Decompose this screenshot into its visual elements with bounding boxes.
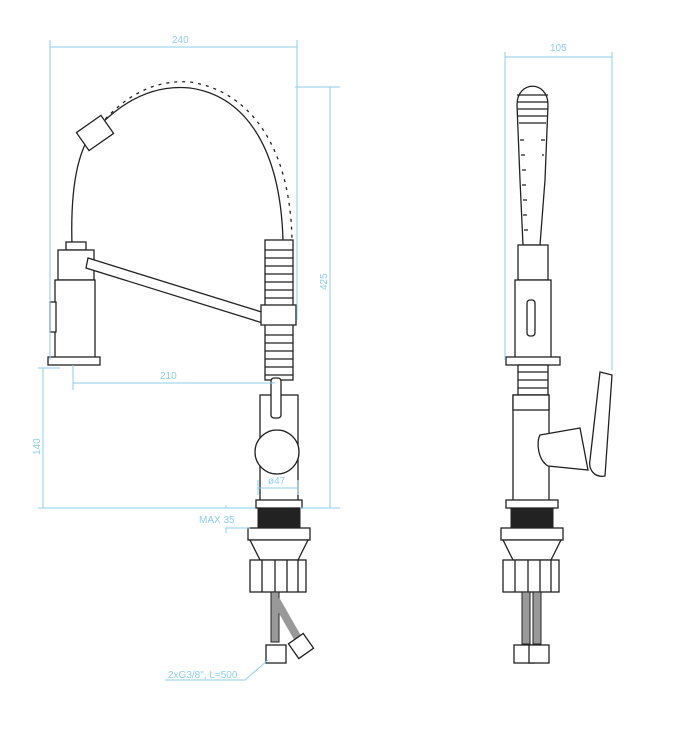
spray-head-base bbox=[47, 356, 101, 366]
spring-end-collar bbox=[75, 114, 115, 152]
handle-knob bbox=[254, 429, 300, 475]
spout-arm bbox=[85, 257, 269, 325]
dim-reach: 210 bbox=[160, 371, 177, 382]
spray-neck bbox=[65, 241, 87, 251]
side-spray-top bbox=[517, 244, 549, 281]
dimension-lines: 240 425 210 140 ø47 MAX 35 105 2xG3/8", … bbox=[32, 35, 613, 681]
dim-height-total: 425 bbox=[319, 273, 330, 290]
hose-fitting-right bbox=[287, 632, 315, 660]
dim-width-side: 105 bbox=[550, 43, 567, 54]
hose-arc bbox=[71, 86, 284, 246]
side-view bbox=[500, 85, 613, 664]
spring-coil bbox=[99, 81, 293, 241]
dim-spout-height: 140 bbox=[32, 438, 43, 455]
mount-nut bbox=[249, 559, 307, 593]
hose-right bbox=[272, 598, 304, 644]
dim-hoses: 2xG3/8", L=500 bbox=[168, 670, 238, 681]
hose-collar bbox=[260, 304, 297, 326]
base-ring bbox=[255, 499, 303, 509]
side-lever bbox=[589, 371, 613, 477]
counter-gasket bbox=[257, 507, 301, 529]
side-spring-top bbox=[516, 85, 549, 246]
mount-flange bbox=[247, 527, 311, 541]
hose-left bbox=[270, 591, 280, 643]
dim-width-front: 240 bbox=[172, 35, 189, 46]
side-spray-base bbox=[505, 356, 561, 366]
dim-max-counter: MAX 35 bbox=[199, 515, 235, 526]
mount-cone bbox=[248, 539, 310, 561]
spray-head-body bbox=[54, 279, 96, 359]
side-handle-joint bbox=[537, 427, 589, 471]
hose-fitting-left bbox=[265, 644, 287, 664]
dim-base-diameter: ø47 bbox=[268, 476, 286, 487]
side-spray-button bbox=[526, 299, 536, 337]
front-view bbox=[47, 81, 315, 664]
lever-handle bbox=[270, 377, 282, 419]
spray-button bbox=[49, 301, 57, 333]
